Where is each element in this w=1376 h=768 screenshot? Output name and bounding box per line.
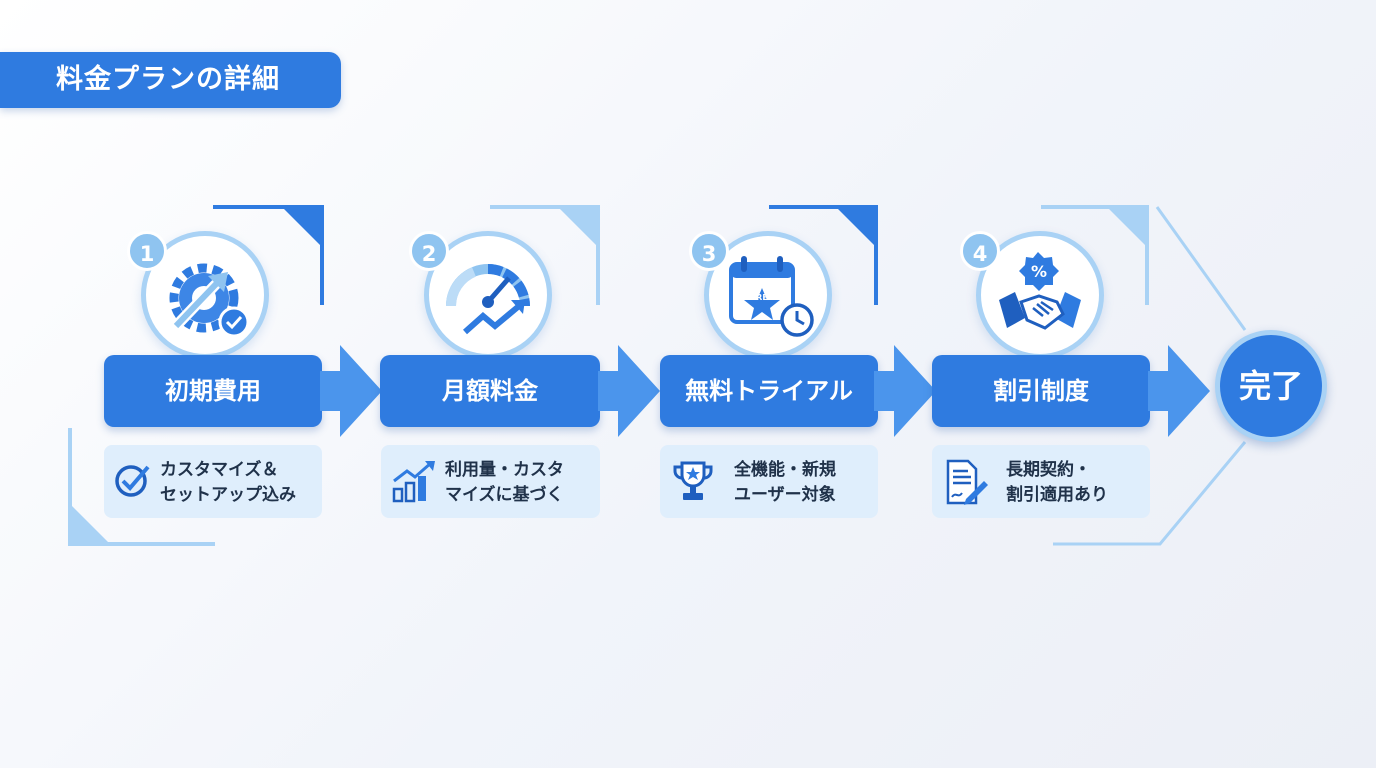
page-title: 料金プランの詳細 <box>0 52 341 108</box>
step-2-number: 2 <box>409 231 449 271</box>
gear-arrow-check-icon <box>169 263 250 338</box>
calendar-free-text: FREE <box>751 293 774 302</box>
step-4-description: 長期契約・ 割引適用あり <box>932 445 1150 518</box>
bar-chart-up-icon <box>392 461 435 503</box>
contract-sign-icon <box>946 459 988 505</box>
completion-circle: 完了 <box>1215 330 1327 442</box>
step-4-description-text: 長期契約・ 割引適用あり <box>1006 460 1108 505</box>
step-2-description: 利用量・カスタ マイズに基づく <box>381 445 600 518</box>
step-4-number: 4 <box>960 231 1000 271</box>
step-2-label: 月額料金 <box>380 355 600 427</box>
step-1-description: カスタマイズ＆ セットアップ込み <box>104 445 322 518</box>
flow-arrow-2 <box>598 345 660 437</box>
flow-arrow-1 <box>320 345 382 437</box>
step-3-description-text: 全機能・新規 ユーザー対象 <box>734 460 836 505</box>
check-circle-icon <box>115 465 150 497</box>
calendar-free-clock-icon: FREE <box>729 256 814 337</box>
flow-arrow-3 <box>874 345 936 437</box>
step-1-description-text: カスタマイズ＆ セットアップ込み <box>160 460 296 505</box>
speedometer-trend-icon <box>446 264 530 335</box>
flow-arrow-4 <box>1148 345 1210 437</box>
percent-badge-text: % <box>1031 262 1047 281</box>
step-2-description-text: 利用量・カスタ マイズに基づく <box>445 460 564 505</box>
step-3-label: 無料トライアル <box>660 355 878 427</box>
step-3-number: 3 <box>689 231 729 271</box>
step-1-label: 初期費用 <box>104 355 322 427</box>
step-3-description: 全機能・新規 ユーザー対象 <box>660 445 878 518</box>
step-4-label: 割引制度 <box>932 355 1150 427</box>
handshake-percent-icon: % <box>999 252 1081 330</box>
step-1-number: 1 <box>127 231 167 271</box>
trophy-icon <box>673 461 713 500</box>
